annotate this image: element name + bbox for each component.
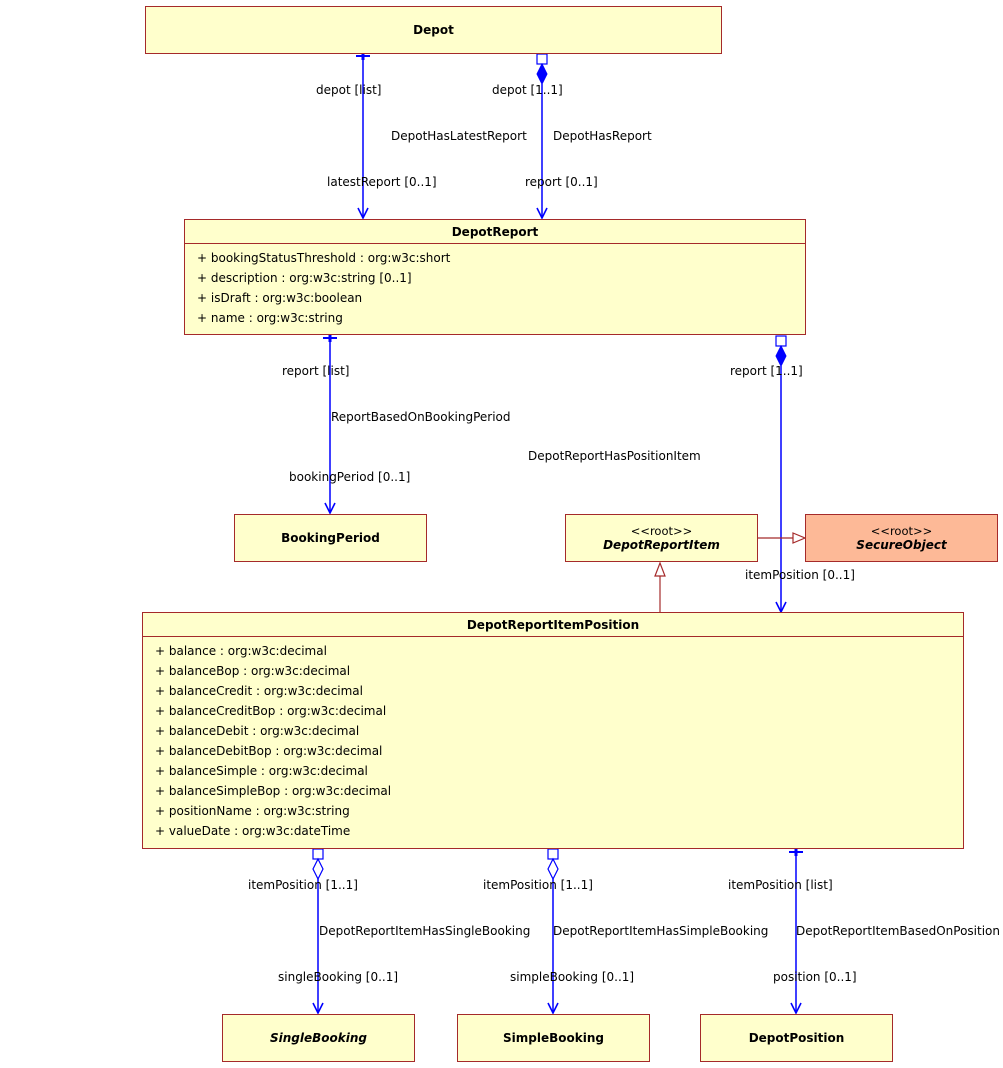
role-label: itemPosition [list] — [728, 878, 833, 892]
class-name: Depot — [413, 23, 454, 37]
attribute: + balanceSimple : org:w3c:decimal — [155, 764, 368, 778]
association-name: DepotReportItemBasedOnPosition — [796, 924, 1000, 938]
class-booking-period[interactable]: BookingPeriod — [234, 514, 427, 562]
class-simple-booking[interactable]: SimpleBooking — [457, 1014, 650, 1062]
association-name: DepotReportHasPositionItem — [528, 449, 701, 463]
aggregation-diamond-icon — [547, 857, 559, 881]
attribute: + bookingStatusThreshold : org:w3c:short — [197, 251, 451, 265]
class-name: SimpleBooking — [503, 1031, 604, 1045]
association-name: DepotHasReport — [553, 129, 652, 143]
generalization-position-to-report-item — [654, 561, 666, 612]
class-name: SecureObject — [856, 538, 947, 552]
navigability-box-icon — [312, 848, 324, 860]
class-name: DepotReportItem — [603, 538, 720, 552]
composition-diamond-icon — [536, 62, 548, 86]
attribute: + balanceSimpleBop : org:w3c:decimal — [155, 784, 392, 798]
association-name: ReportBasedOnBookingPeriod — [331, 410, 511, 424]
class-name: BookingPeriod — [281, 531, 380, 545]
inheritance-triangle-icon — [654, 561, 666, 577]
navigability-box-icon — [547, 848, 559, 860]
generalization-item-to-secure-object — [757, 532, 807, 544]
attribute: + isDraft : org:w3c:boolean — [197, 291, 363, 305]
class-depot-report[interactable]: DepotReport + bookingStatusThreshold : o… — [184, 219, 806, 335]
attribute: + description : org:w3c:string [0..1] — [197, 271, 412, 285]
attribute-list: + balance : org:w3c:decimal + balanceBop… — [143, 636, 963, 841]
association-name: DepotReportItemHasSingleBooking — [319, 924, 531, 938]
role-label: depot [list] — [316, 83, 382, 97]
role-label: itemPosition [1..1] — [248, 878, 358, 892]
assoc-report-based-on-booking-period — [323, 335, 337, 513]
class-secure-object[interactable]: <<root>> SecureObject — [805, 514, 998, 562]
assoc-depot-report-has-position-item — [775, 335, 787, 612]
assoc-item-has-simple-booking — [547, 848, 559, 1013]
aggregation-diamond-icon — [312, 857, 324, 881]
class-name: DepotReportItemPosition — [466, 617, 640, 632]
role-label: depot [1..1] — [492, 83, 563, 97]
role-label: position [0..1] — [773, 970, 857, 984]
association-name: DepotHasLatestReport — [391, 129, 527, 143]
association-name: DepotReportItemHasSimpleBooking — [553, 924, 769, 938]
assoc-depot-has-report — [536, 53, 548, 218]
attribute: + balanceBop : org:w3c:decimal — [155, 664, 351, 678]
assoc-depot-has-latest-report — [356, 53, 370, 218]
class-depot[interactable]: Depot — [145, 6, 722, 54]
role-label: itemPosition [0..1] — [745, 568, 855, 582]
role-label: bookingPeriod [0..1] — [289, 470, 411, 484]
stereotype: <<root>> — [870, 524, 933, 538]
role-label: latestReport [0..1] — [327, 175, 437, 189]
attribute: + balanceCreditBop : org:w3c:decimal — [155, 704, 387, 718]
assoc-item-has-single-booking — [312, 848, 324, 1013]
role-label: singleBooking [0..1] — [278, 970, 399, 984]
class-depot-position[interactable]: DepotPosition — [700, 1014, 893, 1062]
stereotype: <<root>> — [630, 524, 693, 538]
navigability-box-icon — [775, 335, 787, 347]
navigability-box-icon — [536, 53, 548, 65]
attribute: + balanceDebitBop : org:w3c:decimal — [155, 744, 383, 758]
attribute-list: + bookingStatusThreshold : org:w3c:short… — [185, 243, 805, 328]
class-depot-report-item[interactable]: <<root>> DepotReportItem — [565, 514, 758, 562]
class-depot-report-item-position[interactable]: DepotReportItemPosition + balance : org:… — [142, 612, 964, 849]
attribute: + balance : org:w3c:decimal — [155, 644, 327, 658]
composition-diamond-icon — [775, 344, 787, 368]
role-label: report [list] — [282, 364, 350, 378]
class-name: DepotPosition — [748, 1031, 845, 1045]
attribute: + balanceDebit : org:w3c:decimal — [155, 724, 360, 738]
role-label: report [0..1] — [525, 175, 598, 189]
assoc-item-based-on-position — [789, 849, 803, 1013]
attribute: + balanceCredit : org:w3c:decimal — [155, 684, 363, 698]
attribute: + name : org:w3c:string — [197, 311, 343, 325]
class-name: SingleBooking — [269, 1031, 367, 1045]
role-label: itemPosition [1..1] — [483, 878, 593, 892]
class-single-booking[interactable]: SingleBooking — [222, 1014, 415, 1062]
attribute: + valueDate : org:w3c:dateTime — [155, 824, 351, 838]
role-label: report [1..1] — [730, 364, 803, 378]
role-label: simpleBooking [0..1] — [510, 970, 635, 984]
inheritance-triangle-icon — [792, 532, 807, 544]
attribute: + positionName : org:w3c:string — [155, 804, 350, 818]
class-name: DepotReport — [451, 224, 539, 239]
